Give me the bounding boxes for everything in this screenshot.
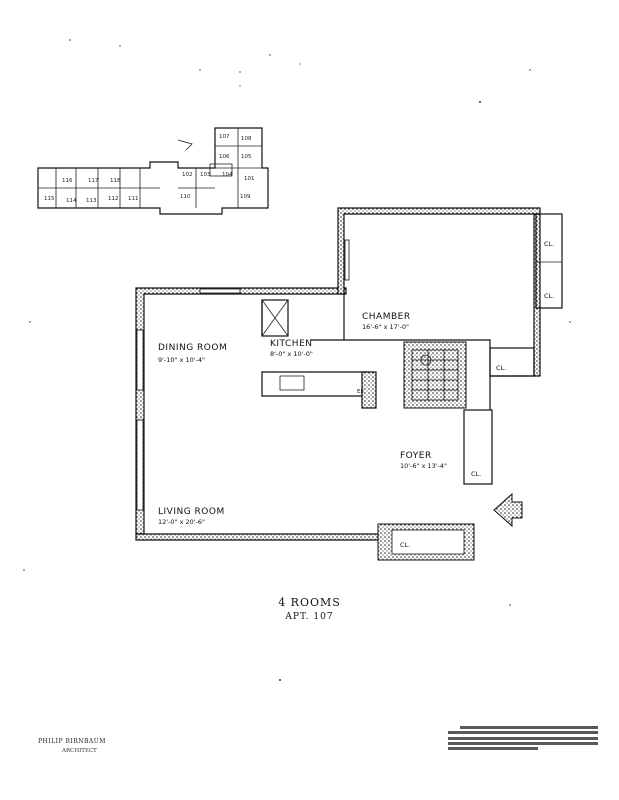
fine-print-disclaimer bbox=[448, 726, 598, 760]
key-label-102: 102 bbox=[182, 172, 193, 178]
apartment-number-caption: APT. 107 bbox=[285, 612, 334, 622]
key-label-110: 110 bbox=[180, 194, 191, 200]
key-label-112: 112 bbox=[108, 196, 119, 202]
room-labels: DINING ROOM 9'-10" x 10'-4" KITCHEN 8'-0… bbox=[158, 240, 554, 549]
exterior-wall-west bbox=[135, 287, 347, 535]
closet-label-3: CL. bbox=[496, 364, 506, 372]
key-label-115: 115 bbox=[44, 196, 55, 202]
apartment-plan: EE bbox=[135, 207, 563, 561]
key-label-107: 107 bbox=[219, 134, 230, 140]
chamber-wall-east bbox=[533, 213, 541, 377]
key-plan: 108 107 105 106 103 104 102 101 116 117 … bbox=[37, 127, 269, 215]
dining-room-name: DINING ROOM bbox=[158, 343, 227, 353]
key-label-116: 116 bbox=[62, 178, 73, 184]
kitchen-name: KITCHEN bbox=[270, 339, 313, 349]
chamber-name: CHAMBER bbox=[362, 312, 411, 322]
closet-label-1: CL. bbox=[544, 240, 554, 248]
entry-arrow bbox=[493, 492, 523, 528]
living-room-dims: 12'-0" x 20'-6" bbox=[158, 518, 205, 526]
foyer-name: FOYER bbox=[400, 451, 432, 461]
chamber-wall-north bbox=[337, 207, 541, 295]
key-label-108: 108 bbox=[241, 136, 252, 142]
closet-label-5: CL. bbox=[400, 541, 410, 549]
key-label-101: 101 bbox=[244, 176, 255, 182]
foyer-dims: 10'-6" x 13'-4" bbox=[400, 462, 447, 470]
key-label-117: 117 bbox=[88, 178, 99, 184]
living-room-name: LIVING ROOM bbox=[158, 507, 225, 517]
key-label-103: 103 bbox=[200, 172, 211, 178]
key-label-118: 118 bbox=[110, 178, 121, 184]
key-label-104: 104 bbox=[222, 172, 233, 178]
scan-specks bbox=[23, 39, 571, 681]
rooms-count-caption: 4 ROOMS bbox=[278, 596, 341, 609]
closet-label-2: CL. bbox=[544, 292, 554, 300]
key-label-114: 114 bbox=[66, 198, 77, 204]
key-label-106: 106 bbox=[219, 154, 230, 160]
exterior-wall-south bbox=[135, 533, 379, 541]
key-label-113: 113 bbox=[86, 198, 97, 204]
key-label-109: 109 bbox=[240, 194, 251, 200]
key-label-105: 105 bbox=[241, 154, 252, 160]
chamber-dims: 16'-6" x 17'-0" bbox=[362, 323, 409, 331]
closet-label-4: CL. bbox=[471, 470, 481, 478]
architect-title: ARCHITECT bbox=[62, 748, 97, 754]
dining-room-dims: 9'-10" x 10'-4" bbox=[158, 356, 205, 364]
kitchen-dims: 8'-0" x 10'-0" bbox=[270, 350, 313, 358]
architect-name: PHILIP BIRNBAUM bbox=[38, 738, 106, 745]
svg-text:EE: EE bbox=[357, 389, 364, 395]
key-label-111: 111 bbox=[128, 196, 139, 202]
